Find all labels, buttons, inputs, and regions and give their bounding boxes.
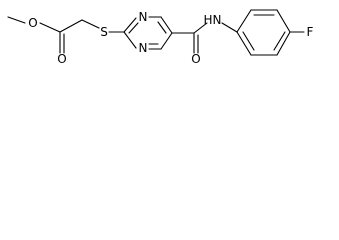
bond-amide-carbon-to-nitrogen: [193, 22, 208, 34]
bond-amide-nitrogen-to-phenyl: [221, 22, 238, 33]
ester-oxygen-label: O: [28, 16, 37, 30]
ring-nitrogen-bottom-label: N: [139, 41, 148, 55]
ester-carbonyl-oxygen-label: O: [57, 52, 66, 66]
amide-hydrogen-label: H: [203, 13, 212, 27]
chemical-structure-diagram: O O S N N N H O F: [7, 9, 314, 66]
amide-carbonyl-oxygen-label: O: [191, 52, 200, 66]
atom-labels: O O S N N N H O F: [28, 10, 313, 66]
bond-c2-to-n-top: [123, 17, 137, 33]
bond-c6-to-c5: [160, 16, 173, 34]
methyl-ester-bonds: [7, 16, 100, 54]
bond-ester-oxygen-to-carbonyl: [39, 22, 61, 33]
bond-n-bottom-to-c2: [123, 31, 137, 49]
bond-ph-c1-to-c2: [236, 9, 252, 33]
amide-nitrogen-label: N: [213, 13, 222, 27]
bond-ph-c4-to-c5-inner: [273, 31, 286, 51]
ring-nitrogen-top-label: N: [139, 10, 148, 24]
bond-ph-c4-to-c5: [276, 31, 291, 56]
fluorophenyl-ring-bonds: [236, 9, 305, 56]
amide-bonds: [171, 22, 238, 54]
bond-c6-to-c5-inner: [157, 21, 167, 34]
bond-c5-to-c4: [160, 32, 173, 50]
fluorine-label: F: [307, 25, 314, 39]
bond-ph-c3-to-c4: [276, 9, 291, 33]
pyrimidine-ring-bonds: [108, 16, 173, 50]
bond-ph-c6-to-c1: [236, 31, 252, 56]
bond-methyl-to-ester-oxygen: [7, 16, 26, 24]
sulfur-label: S: [100, 25, 108, 39]
bond-methylene-to-sulfur: [81, 19, 100, 29]
bond-ph-c6-to-c1-inner: [242, 31, 255, 51]
bond-carbonyl-to-methylene: [59, 19, 83, 33]
bond-c2-to-n-top-inner: [128, 22, 139, 34]
